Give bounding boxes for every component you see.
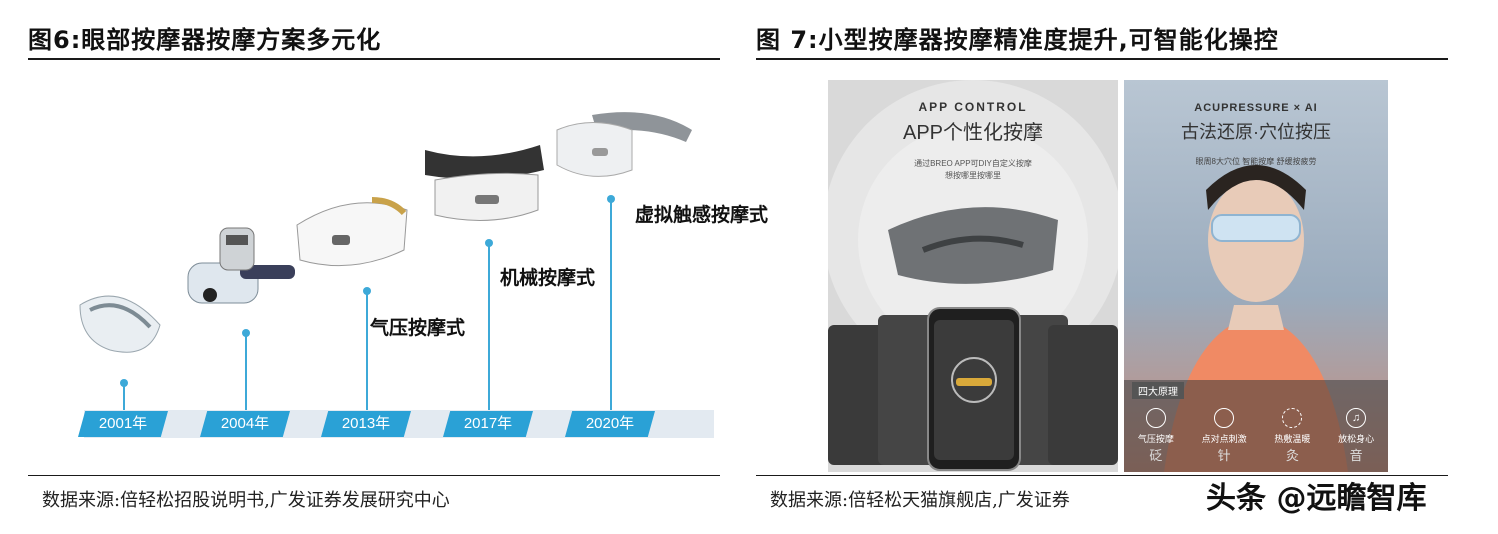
device-2004-illustration — [187, 227, 295, 304]
timeline-stem-2004 — [245, 333, 247, 411]
principle-icon — [1214, 408, 1235, 428]
watermark: 头条 @远瞻智库 — [1206, 481, 1427, 516]
timeline-dot-2020 — [607, 195, 615, 203]
device-2017-illustration — [425, 145, 544, 221]
principle-char: 灸 — [1285, 448, 1299, 463]
year-label-2013: 2013年 — [321, 411, 411, 437]
title-rule — [756, 58, 1448, 60]
principle-label: 热敷温暖 — [1274, 434, 1311, 444]
app-heading-cn: APP个性化按摩 — [902, 122, 1044, 144]
massage-timeline: 气压按摩式 机械按摩式 虚拟触感按摩式 2001年 2004年 2013年 20… — [60, 95, 768, 445]
figure-7-title: 图 7:小型按摩器按摩精准度提升,可智能化操控 — [756, 26, 1279, 54]
device-2013-illustration — [296, 197, 408, 267]
timeline-stem-2020 — [610, 199, 612, 411]
figure-7-source: 数据来源:倍轻松天猫旗舰店,广发证券 — [770, 490, 1070, 511]
app-desc-line1: 通过BREO APP可DIY自定义按摩 — [914, 159, 1032, 168]
acu-subtitle: 眼周8大穴位 智能按摩 舒缓按疲劳 — [1195, 157, 1317, 166]
timeline-stem-2001 — [123, 383, 125, 411]
principles-row: 气压按摩 砭 点对点刺激 针 热敷温暖 灸 ♫ 放松身心 音 — [1124, 408, 1388, 468]
figure-7: 图 7:小型按摩器按摩精准度提升,可智能化操控 APP CONTROL APP个… — [756, 0, 1448, 534]
device-2020-illustration — [556, 112, 692, 177]
principle-char: 音 — [1349, 448, 1363, 463]
timeline-dot-2013 — [363, 287, 371, 295]
principle-item: 气压按摩 砭 — [1138, 408, 1174, 468]
music-icon: ♫ — [1346, 408, 1367, 428]
acupressure-photo: ACUPRESSURE × AI 古法还原·穴位按压 眼周8大穴位 智能按摩 舒… — [1124, 80, 1388, 472]
device-2001-illustration — [79, 295, 161, 353]
principle-char: 砭 — [1149, 448, 1163, 463]
principle-item: 点对点刺激 针 — [1202, 408, 1247, 468]
app-heading-en: APP CONTROL — [918, 100, 1028, 114]
app-desc-line2: 想按哪里按哪里 — [945, 171, 1001, 180]
acu-heading-en: ACUPRESSURE × AI — [1194, 102, 1318, 114]
figure-6: 图6:眼部按摩器按摩方案多元化 — [28, 0, 768, 534]
stage-label-mechanical: 机械按摩式 — [500, 267, 596, 289]
principle-item: ♫ 放松身心 音 — [1338, 408, 1374, 468]
source-rule — [756, 475, 1448, 476]
principle-item: 热敷温暖 灸 — [1274, 408, 1310, 468]
figure-6-source: 数据来源:倍轻松招股说明书,广发证券发展研究中心 — [42, 490, 450, 511]
stage-label-pneumatic: 气压按摩式 — [370, 317, 466, 339]
timeline-dot-2004 — [242, 329, 250, 337]
principle-label: 气压按摩 — [1137, 434, 1174, 444]
title-rule — [28, 58, 720, 60]
sun-icon — [1282, 408, 1303, 428]
year-label-2004: 2004年 — [200, 411, 290, 437]
app-background-circles — [828, 80, 1118, 471]
principle-char: 针 — [1217, 448, 1231, 463]
principle-label: 放松身心 — [1338, 434, 1375, 444]
year-label-2020: 2020年 — [565, 411, 655, 437]
source-rule — [28, 475, 720, 476]
principle-label: 点对点刺激 — [1201, 434, 1247, 444]
stage-label-virtual-touch: 虚拟触感按摩式 — [635, 204, 769, 226]
acu-heading-cn: 古法还原·穴位按压 — [1181, 122, 1331, 142]
year-label-2017: 2017年 — [443, 411, 533, 437]
timeline-dot-2001 — [120, 379, 128, 387]
principles-label: 四大原理 — [1132, 382, 1184, 399]
app-control-photo: APP CONTROL APP个性化按摩 通过BREO APP可DIY自定义按摩… — [828, 80, 1118, 472]
timeline-stem-2013 — [366, 291, 368, 411]
principle-icon — [1145, 408, 1166, 428]
timeline-stem-2017 — [488, 243, 490, 411]
model-illustration — [1124, 165, 1388, 472]
figure-6-title: 图6:眼部按摩器按摩方案多元化 — [28, 26, 382, 54]
timeline-dot-2017 — [485, 239, 493, 247]
year-label-2001: 2001年 — [78, 411, 168, 437]
